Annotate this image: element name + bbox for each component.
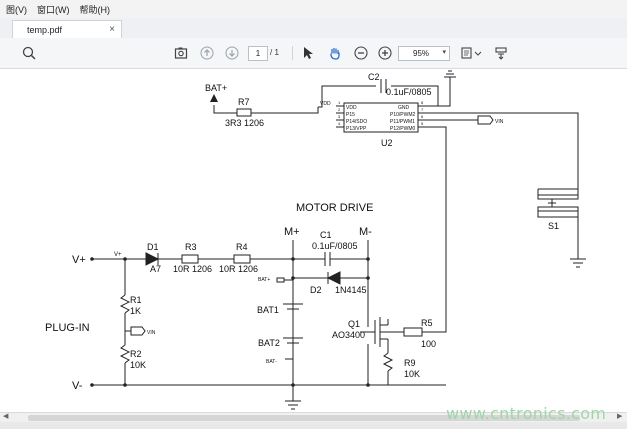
- label-q1-value: AO3400: [332, 330, 365, 340]
- label-bat1: BAT1: [257, 305, 279, 315]
- u2-pin-num-8: 8: [421, 100, 424, 105]
- label-v-plus-net: V+: [114, 252, 122, 258]
- previous-page-icon[interactable]: [198, 44, 216, 62]
- u2-pin-num-7: 7: [421, 107, 424, 112]
- zoom-value: 95%: [413, 49, 430, 58]
- document-view[interactable]: BAT+ R7 3R3 1206 C2 0.1uF/0805 VDD VDD P…: [0, 69, 627, 412]
- label-r9-value: 10K: [404, 369, 420, 379]
- label-vdd-net: VDD: [320, 101, 331, 107]
- label-d2: D2: [310, 285, 322, 295]
- next-page-icon[interactable]: [223, 44, 241, 62]
- label-c1: C1: [320, 230, 332, 240]
- label-r4-value: 10R 1206: [219, 264, 258, 274]
- label-q1: Q1: [348, 319, 360, 329]
- zoom-select[interactable]: 95% ▾: [398, 46, 450, 61]
- scroll-right-icon[interactable]: ▶: [617, 413, 623, 420]
- label-r3-value: 10R 1206: [173, 264, 212, 274]
- label-d1: D1: [147, 242, 159, 252]
- label-r2: R2: [130, 349, 142, 359]
- u2-pin-right-1: GND: [398, 105, 410, 111]
- u2-pin-num-1: 1: [338, 100, 341, 105]
- label-v-minus: V-: [72, 380, 83, 392]
- watermark: www.cntronics.com: [446, 404, 607, 423]
- label-c1-value: 0.1uF/0805: [312, 241, 358, 251]
- label-r4: R4: [236, 242, 248, 252]
- u2-pin-right-4: P12/PWM0: [390, 126, 416, 132]
- u2-pin-num-6: 6: [421, 114, 424, 119]
- typewriter-icon[interactable]: [492, 44, 510, 62]
- label-vin-top: VIN: [495, 119, 504, 125]
- label-m-minus: M-: [359, 226, 372, 238]
- label-c2-value: 0.1uF/0805: [386, 87, 432, 97]
- u2-pin-num-5: 5: [421, 121, 424, 126]
- label-plug-in: PLUG-IN: [45, 322, 90, 334]
- menu-bar: 图(V) 窗口(W) 帮助(H): [0, 0, 627, 19]
- menu-view[interactable]: 图(V): [6, 4, 27, 15]
- zoom-search-icon[interactable]: [20, 44, 38, 62]
- label-bat-minus-flag: BAT-: [266, 359, 277, 365]
- select-cursor-icon[interactable]: [300, 44, 316, 62]
- label-vin-left: VIN: [147, 330, 156, 336]
- fit-page-icon[interactable]: [458, 44, 484, 62]
- u2-pin-left-2: P15: [346, 112, 355, 118]
- u2-pin-left-3: P14/SDO: [346, 119, 367, 125]
- label-r7-value: 3R3 1206: [225, 118, 264, 128]
- u2-pin-num-3: 3: [338, 114, 341, 119]
- label-r1: R1: [130, 295, 142, 305]
- label-d1-value: A7: [150, 264, 161, 274]
- horizontal-scrollbar[interactable]: ◀ ▶: [0, 412, 627, 423]
- menu-help[interactable]: 帮助(H): [79, 4, 111, 15]
- scroll-left-icon[interactable]: ◀: [3, 413, 9, 420]
- u2-pin-num-2: 2: [338, 107, 341, 112]
- tab-close-icon[interactable]: ×: [109, 24, 115, 35]
- chevron-down-icon: ▾: [442, 49, 446, 56]
- label-bat-plus-flag: BAT+: [258, 277, 270, 283]
- toolbar: 1 / 1 95% ▾: [0, 38, 627, 69]
- label-m-plus: M+: [284, 226, 300, 238]
- u2-pin-left-1: VDD: [346, 105, 357, 111]
- label-r9: R9: [404, 358, 416, 368]
- label-r1-value: 1K: [130, 306, 141, 316]
- snapshot-icon[interactable]: [172, 44, 190, 62]
- scrollbar-thumb[interactable]: [28, 415, 580, 421]
- label-r2-value: 10K: [130, 360, 146, 370]
- tab-temp-pdf[interactable]: temp.pdf ×: [12, 20, 122, 39]
- label-bat2: BAT2: [258, 338, 280, 348]
- u2-pin-num-4: 4: [338, 121, 341, 126]
- circuit-schematic: BAT+ R7 3R3 1206 C2 0.1uF/0805 VDD VDD P…: [45, 70, 586, 410]
- menu-window[interactable]: 窗口(W): [37, 4, 70, 15]
- tab-label: temp.pdf: [27, 25, 63, 35]
- zoom-out-icon[interactable]: [352, 44, 370, 62]
- label-s1: S1: [548, 221, 559, 231]
- label-d2-value: 1N4145: [335, 285, 367, 295]
- status-bar: [0, 422, 627, 429]
- toolbar-divider: [292, 46, 293, 60]
- label-r7: R7: [238, 97, 250, 107]
- label-u2: U2: [381, 138, 393, 148]
- label-r5-value: 100: [421, 339, 436, 349]
- page-total: / 1: [270, 48, 279, 57]
- page-number-input[interactable]: 1: [248, 46, 268, 61]
- label-motor-drive: MOTOR DRIVE: [296, 202, 373, 214]
- label-r3: R3: [185, 242, 197, 252]
- hand-tool-icon[interactable]: [326, 44, 344, 62]
- u2-pin-left-4: P13/VPP: [346, 126, 367, 132]
- label-c2: C2: [368, 72, 380, 82]
- label-bat-plus-top: BAT+: [205, 83, 227, 93]
- tab-bar: temp.pdf ×: [0, 18, 627, 39]
- label-v-plus: V+: [72, 254, 86, 266]
- zoom-in-icon[interactable]: [376, 44, 394, 62]
- u2-pin-right-2: P10/PWM2: [390, 112, 416, 118]
- label-r5: R5: [421, 318, 433, 328]
- u2-pin-right-3: P11/PWM1: [390, 119, 415, 125]
